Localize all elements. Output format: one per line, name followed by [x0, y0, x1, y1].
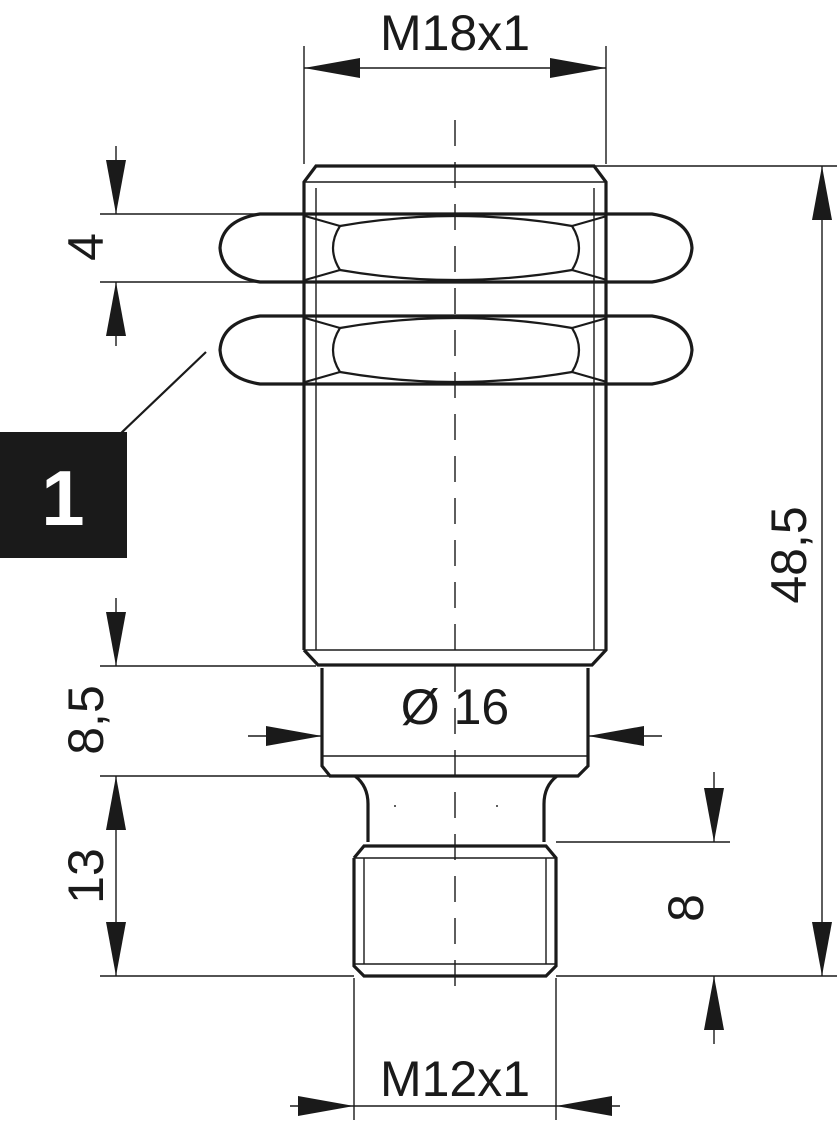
sensor-body: [302, 164, 608, 667]
upper-nut: [218, 212, 694, 284]
neck: [353, 774, 559, 842]
dim-connector-length-label: 13: [58, 848, 114, 904]
dim-thread-length-label: 8: [658, 894, 714, 922]
dim-collar-length-label: 8,5: [58, 685, 114, 755]
dim-connector-length: 13: [58, 776, 354, 977]
dim-m18-thread: M18x1: [303, 5, 607, 164]
dim-collar-diameter-label: Ø 16: [401, 679, 509, 735]
dim-total-length: 48,5: [556, 165, 837, 977]
dim-m12-thread: M12x1: [290, 978, 620, 1120]
dim-total-length-label: 48,5: [761, 506, 817, 603]
dim-collar-diameter: Ø 16: [248, 679, 662, 746]
callout-1-label: 1: [41, 454, 84, 542]
dim-collar-length: 8,5: [58, 598, 330, 777]
collar: [320, 668, 590, 778]
dim-thread-length: 8: [556, 772, 730, 1044]
dim-nut-thickness: 4: [58, 146, 304, 346]
dim-nut-thickness-label: 4: [58, 233, 114, 261]
dim-m18-label: M18x1: [380, 5, 530, 61]
connector-thread: [352, 844, 558, 978]
callout-1: 1: [0, 351, 207, 558]
callout-1-box: [0, 432, 127, 558]
lower-nut: [218, 314, 694, 386]
dim-m12-label: M12x1: [380, 1051, 530, 1107]
